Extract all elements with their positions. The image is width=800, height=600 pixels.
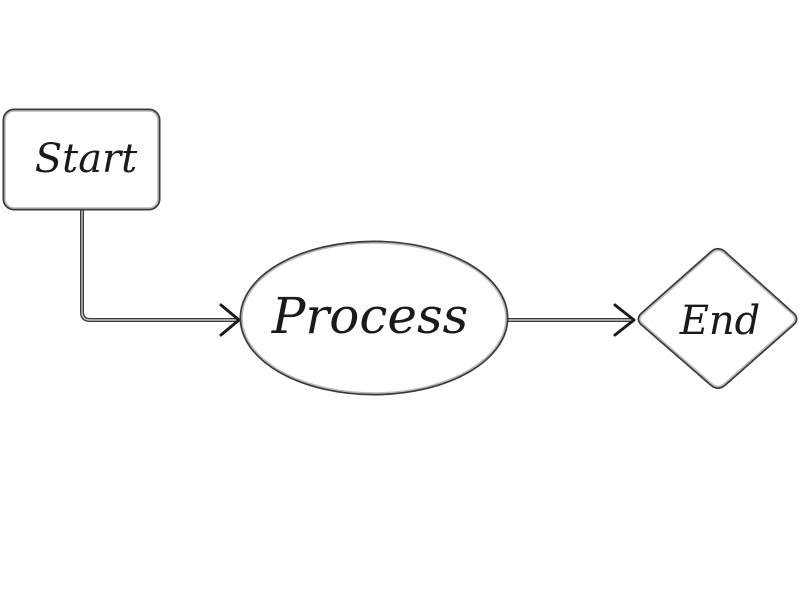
node-end-label: End	[679, 298, 761, 344]
node-start-label: Start	[35, 136, 138, 182]
node-process[interactable]: Process	[239, 240, 509, 396]
connector-start-to-process	[80, 206, 241, 337]
node-end[interactable]: End	[637, 248, 798, 389]
arrowhead-icon	[613, 303, 636, 337]
node-start[interactable]: Start	[2, 108, 161, 211]
connector-process-to-end	[506, 303, 636, 337]
node-process-label: Process	[271, 287, 469, 345]
arrowhead-icon	[219, 303, 241, 337]
